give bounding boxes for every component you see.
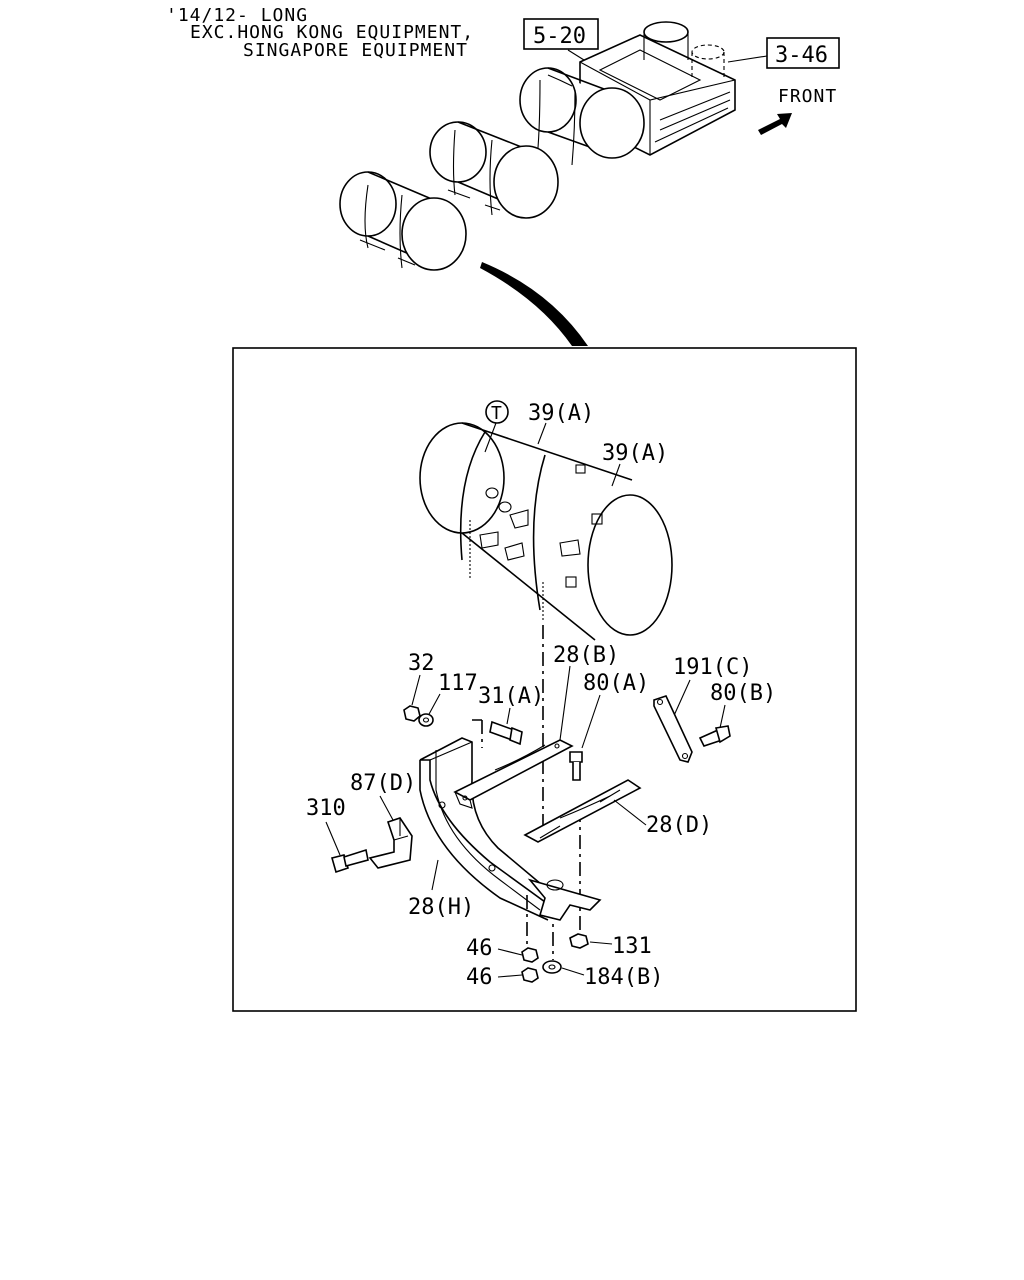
- callout-117[interactable]: 117: [438, 671, 478, 696]
- ref-3-46-leader: [727, 55, 768, 63]
- callout-32[interactable]: 32: [408, 651, 435, 676]
- bolt-80a[interactable]: [569, 751, 583, 781]
- tank-overview-2: [429, 121, 559, 219]
- tank-overview-1: [519, 67, 645, 166]
- washer-117[interactable]: [418, 713, 434, 727]
- bracket-28d[interactable]: [523, 779, 642, 843]
- nut-131[interactable]: [569, 933, 589, 949]
- callout-184b-leader: [561, 967, 585, 976]
- callout-80b[interactable]: 80(B): [710, 681, 776, 706]
- header-line-1: '14/12- LONG: [166, 5, 308, 26]
- callout-28d[interactable]: 28(D): [646, 813, 712, 838]
- detail-pointer: [480, 262, 588, 346]
- callout-t-leader: [484, 422, 497, 453]
- callout-28h-leader: [431, 859, 439, 891]
- ref-box-3-46[interactable]: 3-46: [766, 37, 840, 69]
- detail-frame: [232, 347, 857, 1012]
- callout-31a[interactable]: 31(A): [478, 684, 544, 709]
- callout-39a-1[interactable]: 39(A): [528, 401, 594, 426]
- front-label: FRONT: [778, 86, 837, 107]
- callout-46-2[interactable]: 46: [466, 965, 493, 990]
- callout-39a-1-leader: [537, 422, 547, 445]
- callout-117-leader: [427, 693, 441, 717]
- fuel-tank[interactable]: [419, 422, 673, 641]
- callout-184b[interactable]: 184(B): [584, 965, 663, 990]
- strap-191c[interactable]: [653, 695, 693, 763]
- callout-46-1-leader: [497, 948, 523, 956]
- callout-80a-leader: [581, 694, 601, 749]
- front-arrow-icon: [758, 113, 792, 135]
- tank-overview-3: [339, 171, 467, 271]
- callout-131-leader: [589, 941, 613, 945]
- callout-80a[interactable]: 80(A): [583, 671, 649, 696]
- nut-46-2[interactable]: [521, 967, 539, 983]
- callout-87d[interactable]: 87(D): [350, 771, 416, 796]
- callout-28d-leader: [613, 799, 647, 826]
- callout-131[interactable]: 131: [612, 934, 652, 959]
- nut-32[interactable]: [403, 705, 421, 722]
- callout-28h[interactable]: 28(H): [408, 895, 474, 920]
- bolt-31a[interactable]: [489, 720, 523, 746]
- bracket-28b[interactable]: [453, 739, 574, 809]
- nut-46-1[interactable]: [521, 947, 539, 963]
- ref-label-5-20: 5-20: [533, 24, 586, 49]
- bolt-310[interactable]: [331, 848, 369, 874]
- callout-39a-2[interactable]: 39(A): [602, 441, 668, 466]
- callout-39a-2-leader: [611, 463, 621, 487]
- callout-28b[interactable]: 28(B): [553, 643, 619, 668]
- header-line-2: EXC.HONG KONG EQUIPMENT,: [190, 22, 474, 43]
- callout-32-leader: [411, 674, 421, 706]
- header-line-3: SINGAPORE EQUIPMENT: [243, 40, 468, 61]
- callout-310[interactable]: 310: [306, 796, 346, 821]
- callout-87d-leader: [379, 795, 394, 821]
- bracket-87d[interactable]: [368, 817, 413, 869]
- ref-label-3-46: 3-46: [775, 43, 828, 68]
- ref-box-5-20[interactable]: 5-20: [523, 18, 599, 50]
- callout-310-leader: [325, 821, 341, 856]
- callout-t[interactable]: T: [485, 400, 509, 424]
- washer-184b[interactable]: [542, 960, 562, 974]
- callout-31a-leader: [506, 707, 511, 725]
- callout-t-label: T: [491, 403, 503, 424]
- callout-191c[interactable]: 191(C): [673, 655, 752, 680]
- callout-80b-leader: [719, 704, 726, 729]
- centerline-5: [472, 719, 483, 748]
- header: '14/12- LONG EXC.HONG KONG EQUIPMENT, SI…: [166, 5, 474, 61]
- bolt-80b[interactable]: [698, 725, 731, 747]
- callout-191c-leader: [671, 679, 691, 721]
- callout-28b-leader: [559, 665, 571, 741]
- callout-46-1[interactable]: 46: [466, 936, 493, 961]
- callout-46-2-leader: [497, 974, 523, 978]
